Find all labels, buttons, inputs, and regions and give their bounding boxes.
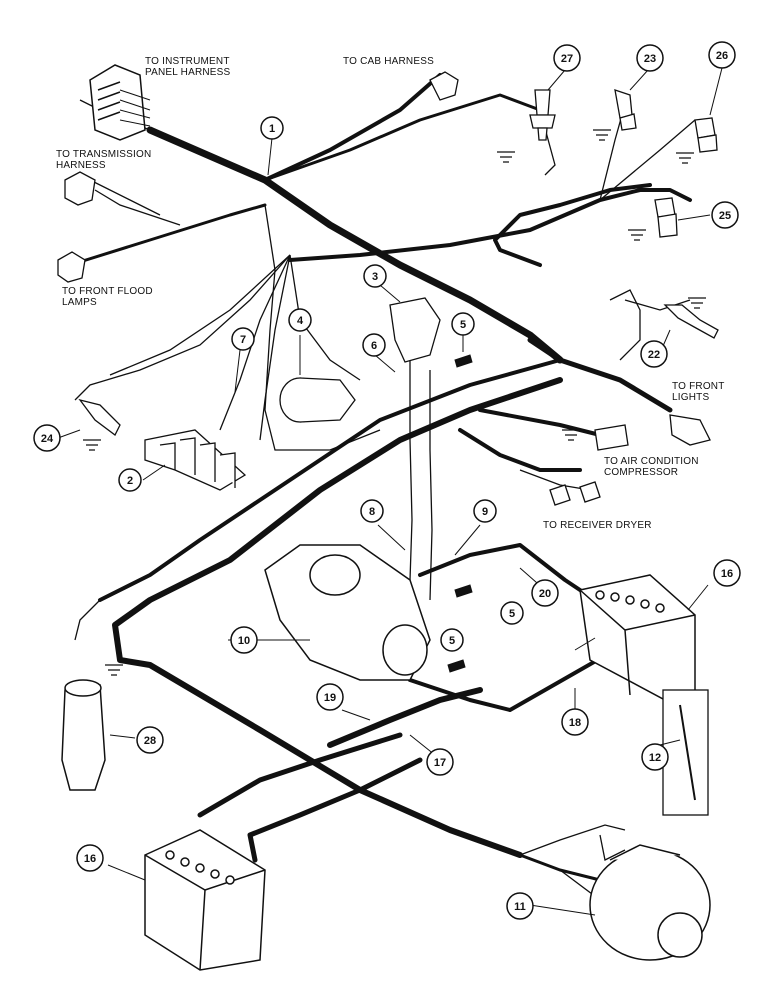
- svg-text:4: 4: [297, 315, 304, 327]
- label-to-receiver-dryer: TO RECEIVER DRYER: [543, 520, 652, 531]
- svg-text:27: 27: [561, 53, 573, 65]
- callout-6: 6: [362, 333, 386, 357]
- front-lights-connector: [669, 414, 711, 446]
- transmission-harness-connector: [64, 171, 96, 206]
- svg-text:8: 8: [369, 506, 375, 518]
- callout-23: 23: [636, 44, 664, 72]
- solenoid-4: [279, 377, 356, 423]
- svg-text:19: 19: [324, 692, 336, 704]
- sensor-23: [614, 89, 637, 131]
- label-to-air-condition-compressor: TO AIR CONDITION COMPRESSOR: [604, 456, 699, 478]
- svg-text:18: 18: [569, 717, 581, 729]
- svg-text:16: 16: [721, 568, 733, 580]
- callout-25: 25: [711, 201, 739, 229]
- flood-lamps-connector: [57, 251, 86, 283]
- ground-symbols: [83, 129, 706, 676]
- svg-text:7: 7: [240, 334, 246, 346]
- thin-wires: [74, 99, 696, 921]
- callout-1: 1: [260, 116, 284, 140]
- svg-text:17: 17: [434, 757, 446, 769]
- svg-text:11: 11: [514, 901, 526, 913]
- label-to-transmission-harness: TO TRANSMISSION HARNESS: [56, 149, 152, 171]
- callout-2: 2: [118, 468, 142, 492]
- callout-5c: 5: [440, 628, 464, 652]
- callout-26: 26: [708, 41, 736, 69]
- callout-18: 18: [561, 708, 589, 736]
- main-harness-bundle: [68, 73, 692, 882]
- callout-8: 8: [360, 499, 384, 523]
- instrument-panel-connector: [89, 64, 151, 141]
- callout-4: 4: [288, 308, 312, 332]
- bolt-5a: [454, 354, 473, 368]
- svg-text:20: 20: [539, 588, 551, 600]
- starter-motor: [264, 544, 431, 681]
- callout-24: 24: [33, 424, 61, 452]
- sensor-25: [654, 197, 678, 238]
- battery-left: [144, 829, 266, 971]
- callout-7: 7: [231, 327, 255, 351]
- label-to-instrument-panel-harness: TO INSTRUMENT PANEL HARNESS: [145, 56, 231, 78]
- receiver-dryer-connectors: [549, 481, 601, 506]
- component-28: [61, 679, 106, 791]
- svg-text:1: 1: [269, 123, 275, 135]
- relay-block: [144, 429, 247, 491]
- svg-text:9: 9: [482, 506, 488, 518]
- battery-right: [579, 574, 696, 701]
- label-to-front-flood-lamps: TO FRONT FLOOD LAMPS: [62, 286, 153, 308]
- sensor-26: [694, 117, 718, 153]
- svg-text:10: 10: [238, 635, 250, 647]
- svg-text:5: 5: [509, 608, 515, 620]
- callout-19: 19: [316, 683, 344, 711]
- svg-text:6: 6: [371, 340, 377, 352]
- svg-text:28: 28: [144, 735, 156, 747]
- relay-3: [389, 297, 441, 363]
- bolt-5c: [447, 659, 466, 673]
- callout-16-right: 16: [713, 559, 741, 587]
- callout-5b: 5: [500, 601, 524, 625]
- callout-5a: 5: [451, 312, 475, 336]
- leader-lines: [57, 67, 723, 916]
- svg-text:5: 5: [449, 635, 455, 647]
- svg-text:3: 3: [372, 271, 378, 283]
- svg-text:25: 25: [719, 210, 731, 222]
- callouts: 1 2 3 4 5 5 5 6 7 8 9 10 11 12 16 16 17 …: [33, 41, 741, 920]
- svg-text:24: 24: [41, 433, 54, 445]
- callout-16-left: 16: [76, 844, 104, 872]
- callout-22: 22: [640, 340, 668, 368]
- callout-10: 10: [230, 626, 258, 654]
- label-to-front-lights: TO FRONT LIGHTS: [672, 381, 725, 403]
- svg-text:12: 12: [649, 752, 661, 764]
- dipstick-12: [662, 689, 709, 816]
- svg-text:22: 22: [648, 349, 660, 361]
- callout-20: 20: [531, 579, 559, 607]
- svg-text:5: 5: [460, 319, 466, 331]
- sensor-22: [663, 304, 719, 339]
- alternator: [589, 844, 711, 961]
- callout-17: 17: [426, 748, 454, 776]
- callout-3: 3: [363, 264, 387, 288]
- label-to-cab-harness: TO CAB HARNESS: [343, 56, 434, 67]
- callout-11: 11: [506, 892, 534, 920]
- callout-9: 9: [473, 499, 497, 523]
- callout-12: 12: [641, 743, 669, 771]
- bolt-5b: [454, 584, 473, 598]
- callout-27: 27: [553, 44, 581, 72]
- svg-text:23: 23: [644, 53, 656, 65]
- ac-compressor-connector: [594, 424, 629, 451]
- callout-28: 28: [136, 726, 164, 754]
- sensor-24: [78, 398, 121, 436]
- svg-text:26: 26: [716, 50, 728, 62]
- sensor-27: [529, 89, 556, 141]
- svg-text:2: 2: [127, 475, 133, 487]
- svg-text:16: 16: [84, 853, 96, 865]
- cab-harness-connector: [429, 71, 459, 101]
